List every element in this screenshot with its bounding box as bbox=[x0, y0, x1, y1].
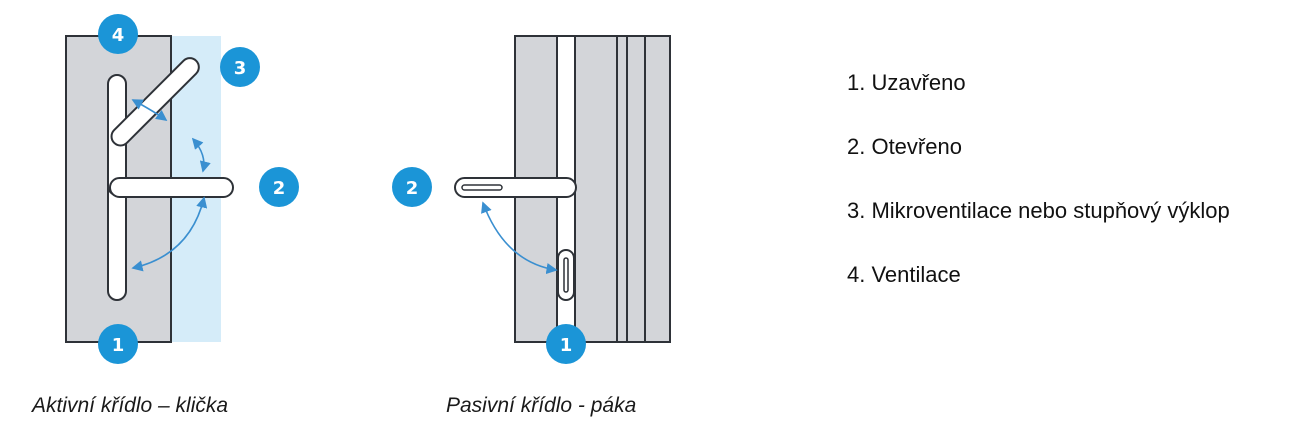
lever-open-slot bbox=[461, 184, 503, 191]
arrow-3-to-2 bbox=[191, 137, 211, 173]
svg-text:1: 1 bbox=[560, 335, 573, 356]
badge-open: 2 bbox=[392, 167, 432, 207]
badge-closed: 1 bbox=[546, 324, 586, 364]
position-legend: 1. Uzavřeno 2. Otevřeno 3. Mikroventilac… bbox=[847, 68, 1230, 324]
svg-text:2: 2 bbox=[406, 178, 419, 199]
lever-open-position bbox=[454, 177, 577, 198]
badge-micro-ventilation: 3 bbox=[220, 47, 260, 87]
badge-ventilation: 4 bbox=[98, 14, 138, 54]
badge-open: 2 bbox=[259, 167, 299, 207]
svg-text:3: 3 bbox=[234, 58, 247, 79]
handle-open-position bbox=[109, 177, 234, 198]
badge-closed: 1 bbox=[98, 324, 138, 364]
passive-sash-diagram: 2 1 bbox=[392, 35, 671, 364]
arrow-4-to-3 bbox=[131, 99, 168, 121]
legend-item-ventilation: 4. Ventilace bbox=[847, 262, 961, 287]
svg-text:4: 4 bbox=[112, 25, 125, 46]
passive-sash-caption: Pasivní křídlo - páka bbox=[446, 394, 637, 417]
arrow-open-to-closed bbox=[481, 201, 558, 275]
svg-text:1: 1 bbox=[112, 335, 125, 356]
svg-text:2: 2 bbox=[273, 178, 286, 199]
arrow-2-to-1 bbox=[131, 196, 208, 272]
legend-item-open: 2. Otevřeno bbox=[847, 134, 962, 159]
lever-closed-slot bbox=[563, 257, 569, 293]
legend-item-closed: 1. Uzavřeno bbox=[847, 70, 966, 95]
active-sash-diagram: 4 3 2 1 bbox=[65, 14, 299, 364]
legend-item-micro-ventilation: 3. Mikroventilace nebo stupňový výklop bbox=[847, 198, 1230, 223]
active-sash-caption: Aktivní křídlo – klička bbox=[32, 394, 229, 417]
